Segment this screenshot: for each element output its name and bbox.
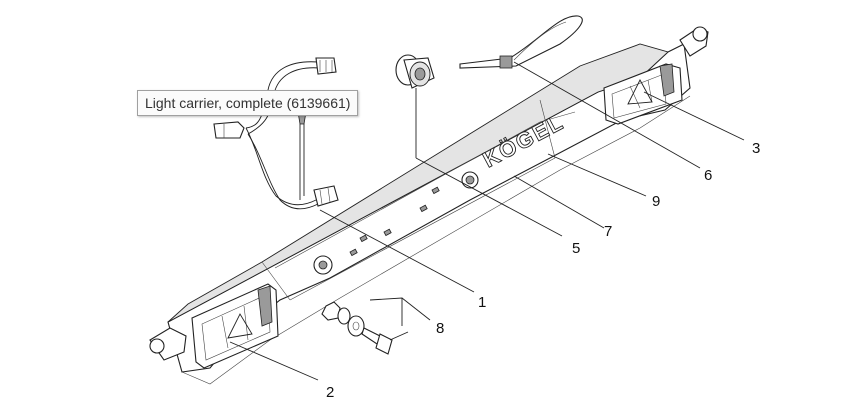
callout-5: 5 <box>572 240 580 257</box>
warning-triangle-icon <box>227 313 253 339</box>
wiring-harness[interactable] <box>213 57 339 210</box>
left-end-mount <box>149 327 187 361</box>
bar-clips <box>349 186 440 257</box>
callout-6: 6 <box>704 167 712 184</box>
light-carrier-bar[interactable] <box>167 43 691 385</box>
callout-8: 8 <box>436 320 444 337</box>
cable-tie[interactable] <box>459 15 583 69</box>
socket-5 <box>461 171 479 189</box>
right-tail-lamp[interactable] <box>603 63 683 125</box>
right-end-mount <box>679 26 709 57</box>
warning-triangle-icon <box>627 79 653 105</box>
socket-left <box>313 255 333 275</box>
leader-lines <box>229 61 745 381</box>
callout-7: 7 <box>604 223 612 240</box>
callout-2: 2 <box>326 384 334 401</box>
socket-cap[interactable] <box>395 54 435 89</box>
bolt-assembly[interactable] <box>321 301 393 355</box>
part-tooltip: Light carrier, complete (6139661) <box>137 90 359 116</box>
callout-3: 3 <box>752 140 760 157</box>
callout-1: 1 <box>478 294 486 311</box>
left-tail-lamp[interactable] <box>191 283 279 369</box>
callout-9: 9 <box>652 193 660 210</box>
